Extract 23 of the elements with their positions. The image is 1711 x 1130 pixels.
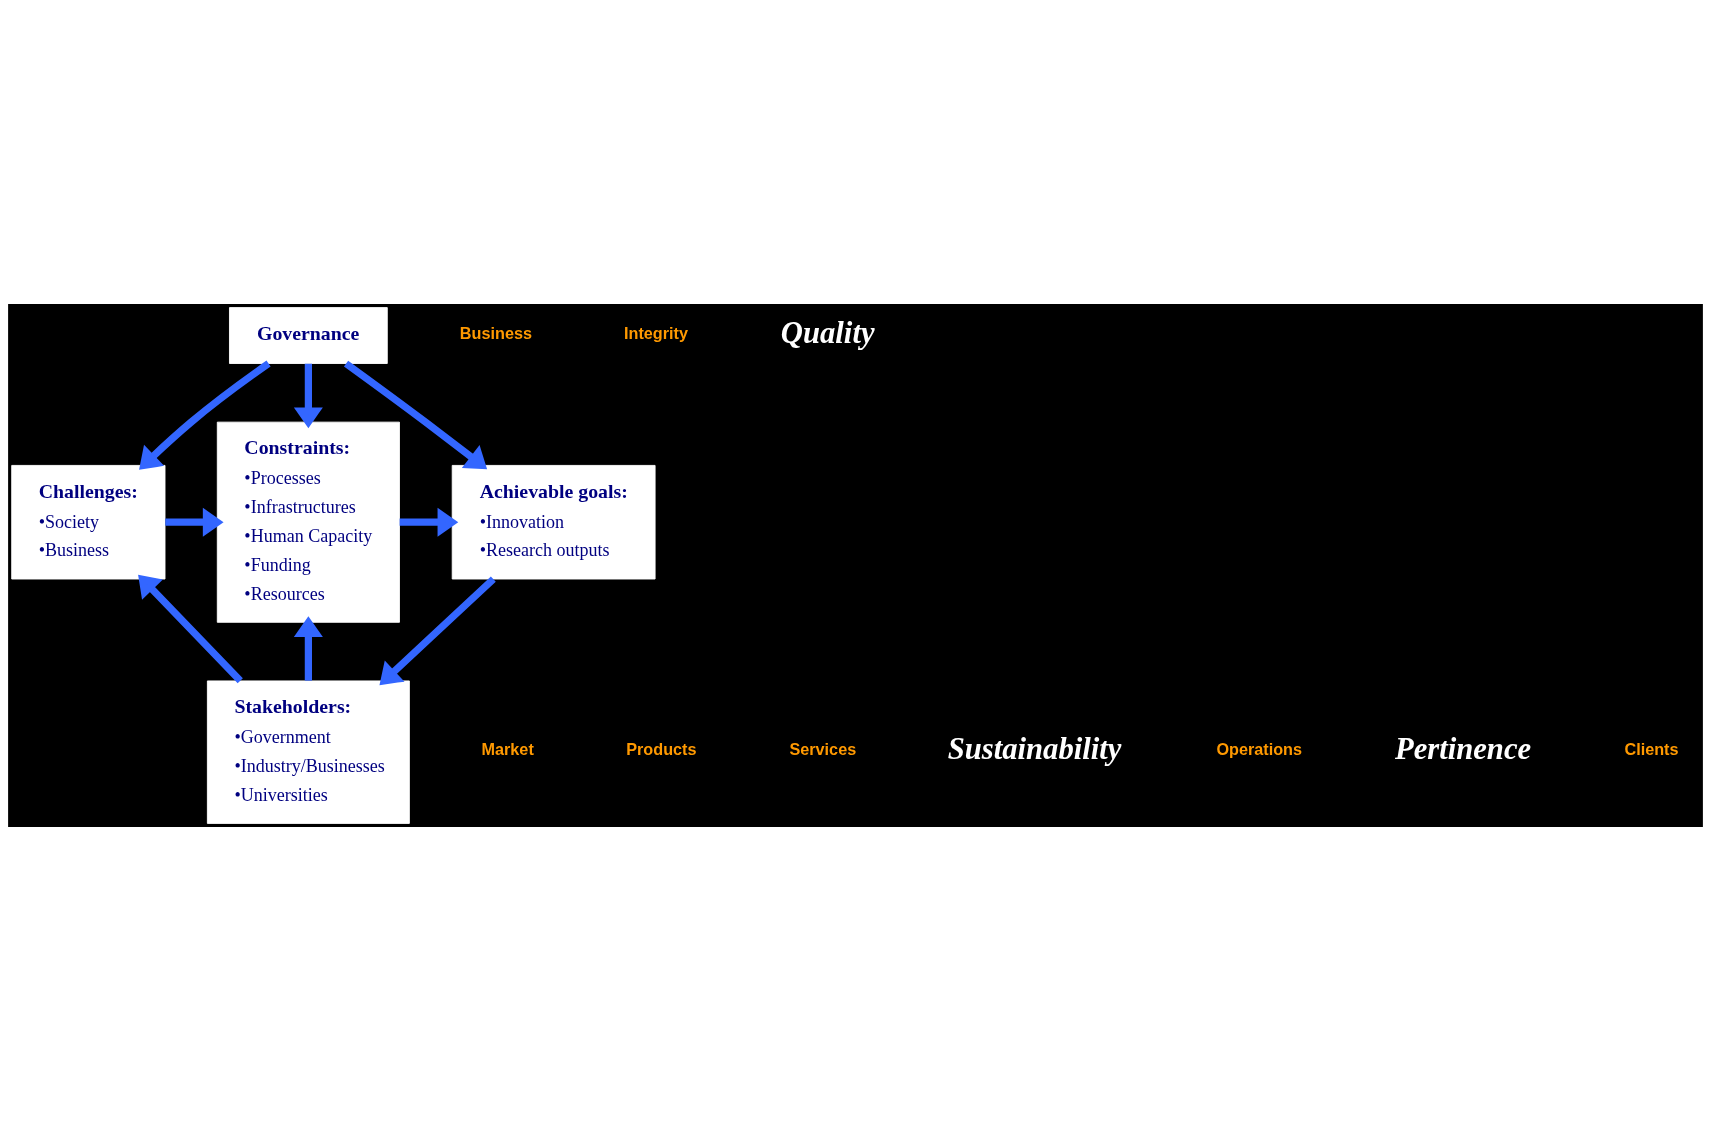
label: Clients bbox=[1624, 739, 1679, 758]
arrow bbox=[379, 576, 496, 685]
arrow bbox=[139, 360, 271, 470]
arrow bbox=[293, 615, 323, 681]
arrow bbox=[399, 507, 459, 537]
arrow bbox=[138, 574, 243, 683]
label: Market bbox=[481, 739, 534, 758]
label: Operations bbox=[1216, 739, 1303, 758]
label: Business bbox=[459, 323, 532, 342]
label: Integrity bbox=[623, 323, 688, 342]
label: Products bbox=[626, 739, 697, 758]
arrow bbox=[293, 363, 323, 428]
label: Quality bbox=[780, 315, 875, 349]
arrow bbox=[343, 360, 488, 469]
arrow bbox=[165, 507, 224, 537]
label: Sustainability bbox=[947, 731, 1122, 766]
label: Pertinence bbox=[1394, 731, 1532, 766]
node-box: Constraints: •Processes •Infrastructures •Human Capacity •Funding •Resources bbox=[216, 421, 400, 623]
node-box: Challenges: •Society •Business bbox=[11, 464, 166, 579]
node-box: Governance bbox=[229, 306, 388, 364]
node-box: Stakeholders: •Government •Industry/Businesses •Universities bbox=[206, 679, 410, 824]
node-box: Achievable goals: •Innovation •Research outputs bbox=[451, 464, 656, 579]
label: Services bbox=[789, 739, 857, 758]
